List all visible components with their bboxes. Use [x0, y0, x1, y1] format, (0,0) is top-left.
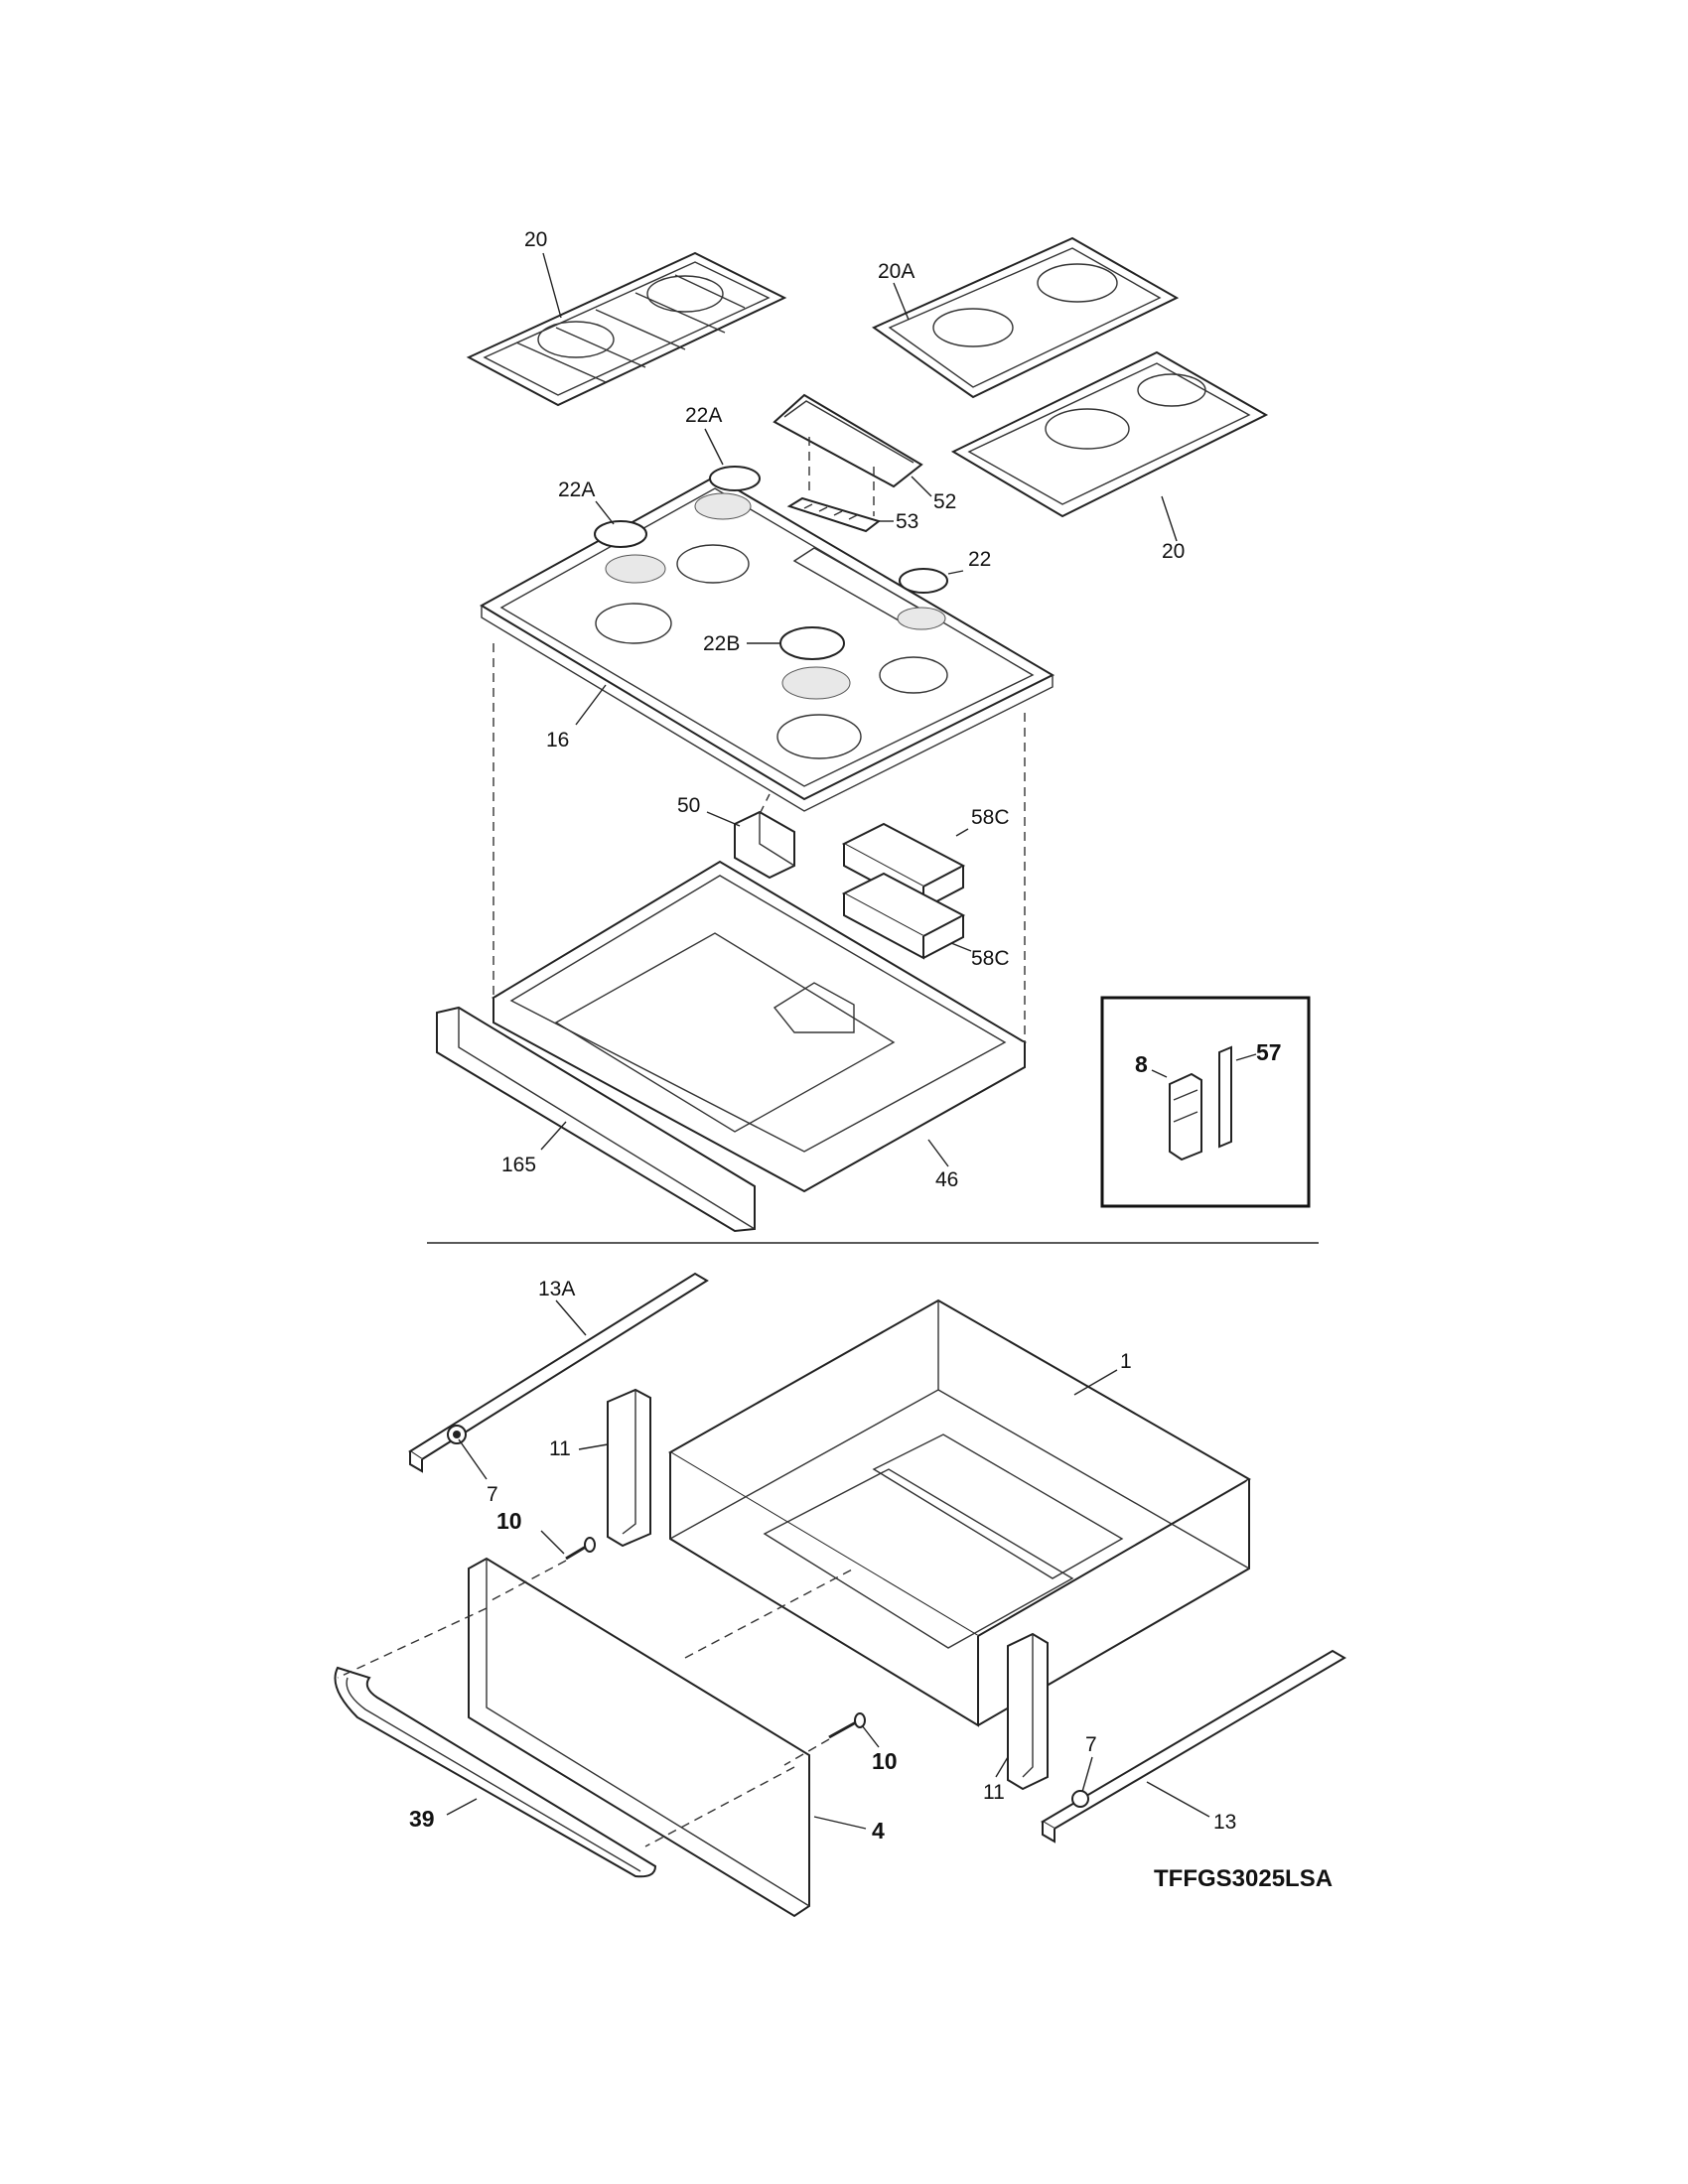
callout-39-handle: 39 — [409, 1806, 435, 1832]
callout-53-vent-grille: 53 — [896, 510, 918, 533]
bracket-right — [1007, 1632, 1049, 1791]
callout-1-drawer-body: 1 — [1120, 1350, 1132, 1373]
cooktop — [479, 475, 1055, 812]
burner-cap-back-left — [709, 466, 761, 491]
screw-left — [565, 1537, 596, 1561]
callout-4-drawer-front: 4 — [872, 1818, 885, 1843]
drawer-body — [668, 1298, 1252, 1727]
vent-trim — [773, 393, 923, 488]
callout-165-front-rail: 165 — [501, 1154, 536, 1176]
callout-22-right: 22 — [968, 548, 991, 571]
insulation-bottom — [841, 872, 966, 960]
callout-13-slide: 13 — [1213, 1811, 1236, 1834]
callout-50-bracket: 50 — [677, 794, 700, 817]
grate-left — [466, 251, 787, 407]
callout-10-screw-left: 10 — [496, 1508, 522, 1534]
screw-right — [828, 1712, 866, 1739]
slide-right — [1041, 1649, 1346, 1843]
callout-22b-center: 22B — [703, 632, 740, 655]
callout-7-roller-left: 7 — [487, 1483, 498, 1506]
callout-20a-grate: 20A — [878, 260, 914, 283]
callout-20-grate-right: 20 — [1162, 540, 1185, 563]
callout-16-cooktop: 16 — [546, 729, 569, 751]
front-rail — [436, 1006, 756, 1233]
callout-57: 57 — [1256, 1039, 1282, 1065]
burner-cap-right — [899, 568, 948, 594]
callout-11-bracket-right: 11 — [983, 1781, 1005, 1804]
lower-callouts: 13A 7 11 10 1 4 39 10 11 7 13 — [409, 1278, 1236, 1843]
burner-box — [491, 860, 1027, 1193]
bracket — [734, 810, 795, 880]
callout-58c-bottom: 58C — [971, 947, 1010, 970]
callout-46-burner-box: 46 — [935, 1168, 958, 1191]
callout-52-vent-trim: 52 — [933, 490, 956, 513]
callout-13a-slide: 13A — [538, 1278, 575, 1300]
bracket-left — [607, 1388, 651, 1548]
burner-cap-left — [594, 520, 647, 548]
inset-box: 8 57 — [1100, 996, 1311, 1208]
burner-cap-center — [779, 626, 845, 660]
slide-left — [408, 1272, 709, 1473]
callout-22a-back: 22A — [685, 404, 722, 427]
callout-7-roller-right: 7 — [1085, 1733, 1097, 1756]
callout-10-screw-right: 10 — [872, 1748, 898, 1774]
callout-11-bracket-left: 11 — [549, 1437, 571, 1460]
upper-callouts: 20 20A 20 22A 22A 22 22B 52 53 16 50 58C… — [501, 228, 1185, 1191]
model-number: TFFGS3025LSA — [1154, 1865, 1333, 1892]
callout-58c-top: 58C — [971, 806, 1010, 829]
callout-8: 8 — [1135, 1051, 1148, 1077]
grate-right-front — [950, 350, 1269, 518]
vent-grille — [786, 496, 882, 533]
handle — [334, 1666, 657, 1878]
callout-22a-left: 22A — [558, 478, 595, 501]
callout-20-grate-left: 20 — [524, 228, 547, 251]
grate-right-back — [871, 236, 1180, 399]
